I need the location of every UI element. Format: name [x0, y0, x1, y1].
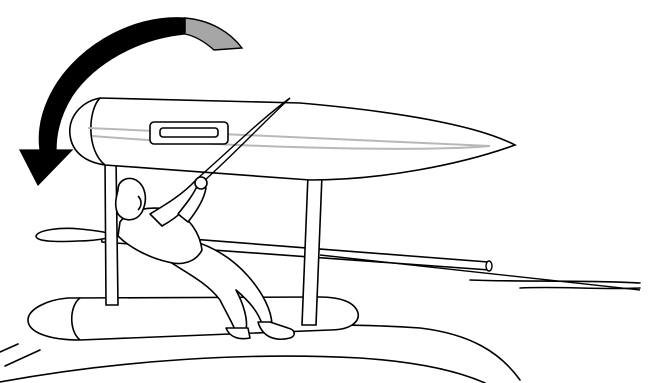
ground-sketch-1 [0, 344, 18, 352]
upper-float [70, 98, 515, 180]
carry-handle [150, 122, 228, 144]
ground-sketch-2 [5, 350, 40, 366]
strut-left [105, 158, 118, 305]
rotation-arrow-tail [185, 18, 242, 50]
carry-handle-grip [160, 128, 218, 137]
person-hand [195, 177, 207, 189]
boom-pole-end [486, 261, 492, 271]
person-boot-left [226, 328, 250, 339]
paddle [36, 228, 108, 241]
paddle-blade [36, 228, 108, 241]
boom-shaft-far [320, 255, 640, 290]
ground-line-lower [0, 356, 485, 383]
